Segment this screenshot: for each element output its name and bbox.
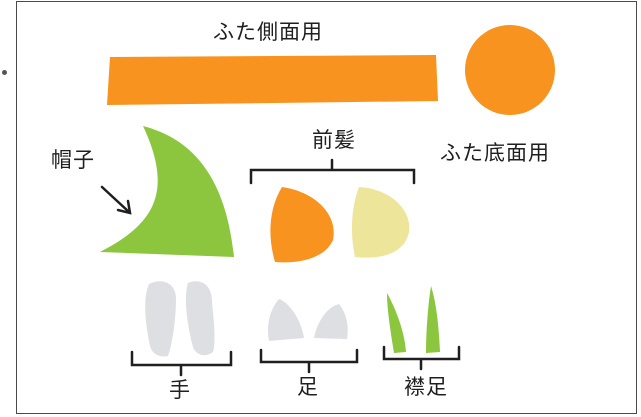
lid-side-label: ふた側面用 [213,20,323,44]
collar-feet-felt-piece-left [387,293,406,353]
bangs-cream-felt-piece [351,187,410,258]
arrow-icon [100,185,132,215]
feet-label: 足 [297,375,319,399]
collar-feet-felt-piece-right [426,286,440,353]
collar-feet-label: 襟足 [404,375,448,399]
bangs-bracket [249,158,416,185]
collar-feet-bracket [382,345,461,371]
lid-side-felt-strip [107,55,438,105]
hands-bracket [130,350,233,377]
hand-felt-piece-right [185,281,215,356]
lid-bottom-felt-circle [465,25,555,115]
hat-felt-piece [100,126,234,257]
foot-felt-piece-right [314,304,348,339]
hat-label: 帽子 [51,148,95,172]
hand-felt-piece-left [145,281,176,357]
feet-bracket [259,348,359,374]
bangs-label: 前髪 [312,128,356,152]
foot-felt-piece-left [268,299,304,341]
bangs-orange-felt-piece [270,187,334,263]
margin-dot [2,70,7,75]
lid-bottom-label: ふた底面用 [440,141,550,165]
hands-label: 手 [169,378,191,402]
